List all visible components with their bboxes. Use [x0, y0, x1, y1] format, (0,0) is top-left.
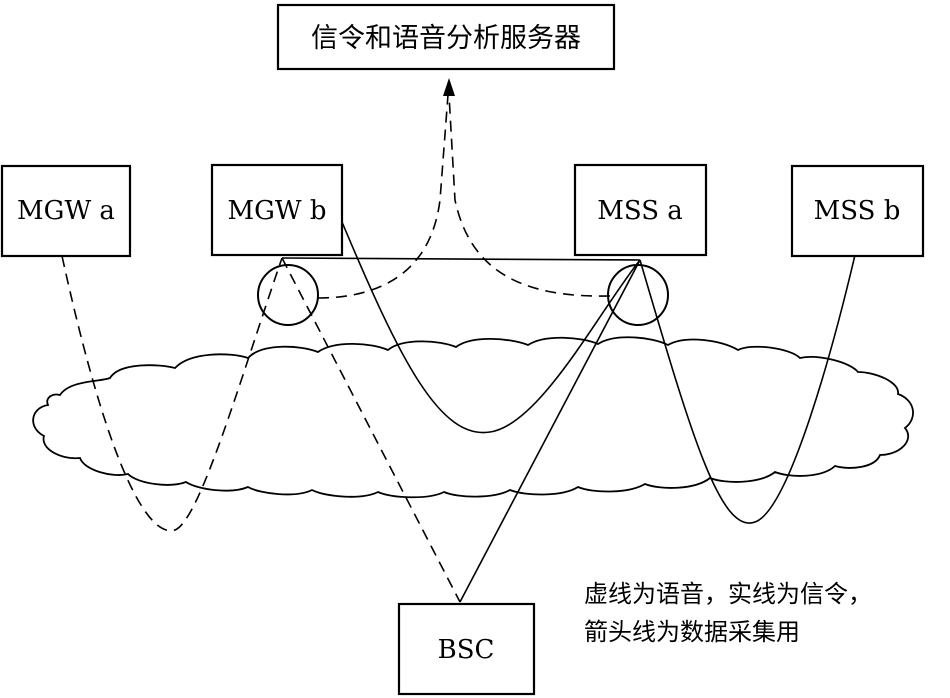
signaling-link-mss-a-to-bsc [459, 259, 641, 603]
mgw-b-label: MGW b [227, 196, 326, 226]
mgw-b-box [210, 163, 344, 257]
data-collection-link-mgw-b [317, 94, 449, 299]
server-box [276, 3, 616, 71]
probe-circle-mgw-b [257, 264, 319, 326]
data-collection-link-mss-a [448, 94, 611, 297]
voice-link-mgw-b-to-bsc [281, 257, 461, 603]
mgw-a-box [0, 164, 132, 258]
mss-a-box [573, 163, 708, 257]
signaling-link-mss-a-to-mgw-b [281, 257, 641, 261]
probe-circle-mss-a [607, 264, 669, 326]
bsc-label: BSC [438, 635, 495, 665]
signaling-link-mss-a-to-mss-b [639, 254, 856, 524]
mss-b-box [790, 164, 925, 258]
voice-link-mgw-a-to-mgw-b [61, 255, 283, 532]
bsc-box [397, 602, 536, 696]
network-cloud [32, 336, 914, 499]
data-collection-arrowhead [443, 78, 455, 96]
signaling-link-mgw-b-to-mss-a [341, 221, 641, 434]
mss-b-label: MSS b [814, 196, 901, 226]
server-label: 信令和语音分析服务器 [311, 23, 581, 54]
mss-a-label: MSS a [597, 196, 683, 226]
legend-line-1: 虚线为语音，实线为信令， [584, 580, 872, 608]
legend-line-2: 箭头线为数据采集用 [584, 618, 800, 646]
mgw-a-label: MGW a [17, 196, 115, 226]
